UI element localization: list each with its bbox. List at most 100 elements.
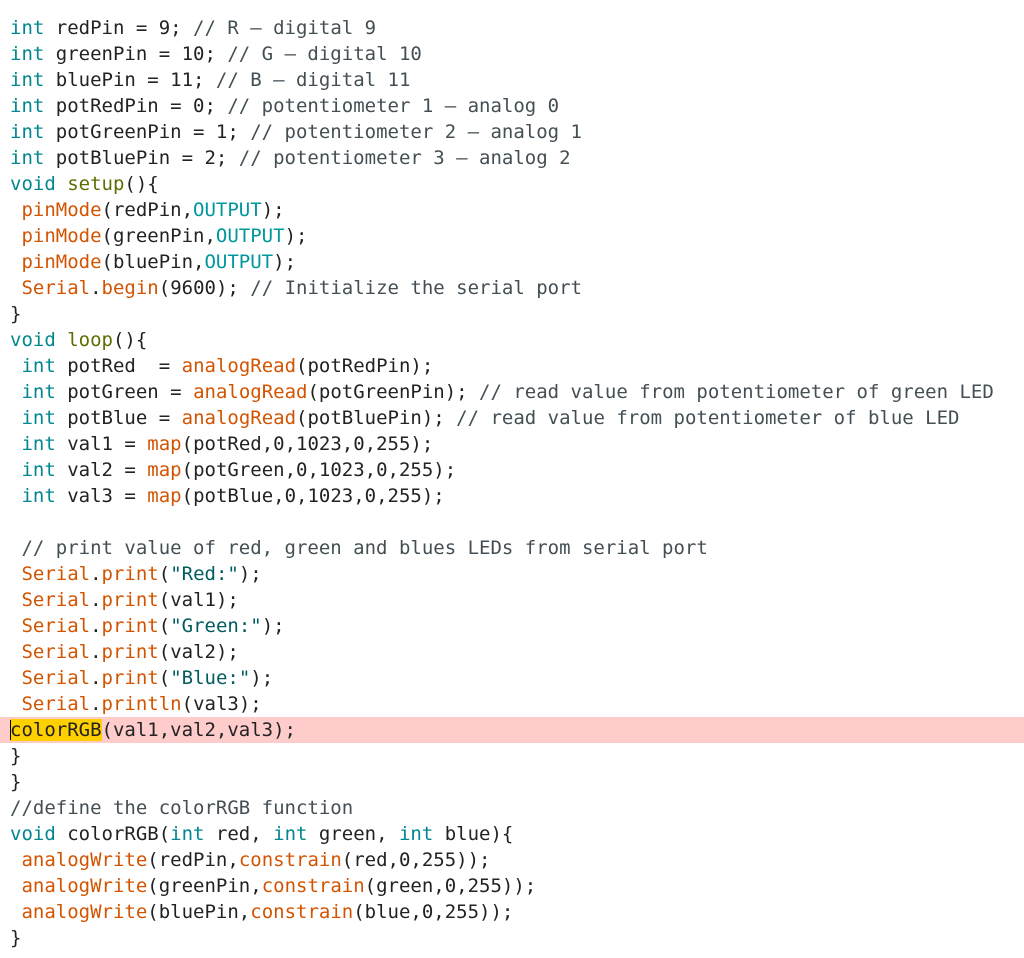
code-token: // potentiometer 2 – analog 1	[250, 121, 582, 143]
code-line[interactable]: Serial.print(val1);	[0, 587, 1024, 613]
code-token: int	[21, 433, 56, 455]
code-token: map	[147, 433, 182, 455]
code-token: int	[21, 459, 56, 481]
code-token: Serial	[21, 277, 91, 299]
code-token: );	[238, 563, 262, 585]
code-token: val3 =	[55, 485, 148, 507]
code-line[interactable]: int potBluePin = 2; // potentiometer 3 –…	[0, 145, 1024, 171]
code-line[interactable]: Serial.println(val3);	[0, 691, 1024, 717]
code-token	[56, 173, 67, 195]
code-token: potBluePin = 2;	[44, 147, 239, 169]
code-line[interactable]: int potRed = analogRead(potRedPin);	[0, 353, 1024, 379]
code-token: int	[21, 381, 56, 403]
code-token: .	[90, 277, 102, 299]
code-token: //define the colorRGB function	[10, 797, 354, 819]
code-line[interactable]: int potBlue = analogRead(potBluePin); //…	[0, 405, 1024, 431]
code-token: print	[101, 563, 159, 585]
code-token	[10, 251, 21, 273]
code-line[interactable]: pinMode(redPin,OUTPUT);	[0, 197, 1024, 223]
code-line[interactable]: int val3 = map(potBlue,0,1023,0,255);	[0, 483, 1024, 509]
code-line[interactable]: // print value of red, green and blues L…	[0, 535, 1024, 561]
code-line[interactable]: Serial.print("Blue:");	[0, 665, 1024, 691]
code-token: int	[10, 43, 45, 65]
code-token: .	[90, 693, 102, 715]
code-line[interactable]: void setup(){	[0, 171, 1024, 197]
code-token: (potRedPin);	[296, 355, 434, 377]
code-token: potBlue =	[55, 407, 182, 429]
code-token: println	[101, 693, 182, 715]
code-token: void	[10, 823, 56, 845]
code-line[interactable]: }	[0, 301, 1024, 327]
code-line[interactable]: }	[0, 925, 1024, 951]
code-token: int	[10, 147, 45, 169]
code-token: int	[21, 355, 56, 377]
code-token: red,	[204, 823, 274, 845]
code-token: (	[158, 563, 171, 585]
code-token: // potentiometer 3 – analog 2	[238, 147, 571, 169]
code-line[interactable]: Serial.begin(9600); // Initialize the se…	[0, 275, 1024, 301]
code-token: analogWrite	[21, 875, 148, 897]
code-token: );	[273, 251, 297, 273]
code-token	[10, 277, 21, 299]
code-token: (green,0,255));	[364, 875, 537, 897]
code-token: loop	[67, 329, 113, 351]
code-token: // R – digital 9	[193, 17, 377, 39]
code-token: redPin = 9;	[44, 17, 194, 39]
code-token	[10, 485, 21, 507]
code-line[interactable]: int redPin = 9; // R – digital 9	[0, 15, 1024, 41]
code-line[interactable]: int potGreenPin = 1; // potentiometer 2 …	[0, 119, 1024, 145]
code-line[interactable]: void loop(){	[0, 327, 1024, 353]
code-token: (val2);	[158, 641, 239, 663]
code-line[interactable]: }	[0, 769, 1024, 795]
code-line[interactable]: pinMode(bluePin,OUTPUT);	[0, 249, 1024, 275]
code-token: analogRead	[181, 355, 297, 377]
code-line[interactable]: analogWrite(bluePin,constrain(blue,0,255…	[0, 899, 1024, 925]
code-line[interactable]: pinMode(greenPin,OUTPUT);	[0, 223, 1024, 249]
code-token: .	[90, 641, 102, 663]
code-token	[10, 537, 21, 559]
code-token: int	[21, 485, 56, 507]
code-line-highlighted[interactable]: colorRGB(val1,val2,val3);	[0, 717, 1024, 743]
code-token: print	[101, 615, 159, 637]
code-line[interactable]: int bluePin = 11; // B – digital 11	[0, 67, 1024, 93]
code-token: analogRead	[181, 407, 297, 429]
code-line[interactable]: int greenPin = 10; // G – digital 10	[0, 41, 1024, 67]
code-line[interactable]	[0, 509, 1024, 535]
code-token	[10, 693, 21, 715]
code-token: // print value of red, green and blues L…	[21, 537, 708, 559]
code-line[interactable]: int val2 = map(potGreen,0,1023,0,255);	[0, 457, 1024, 483]
code-token: analogWrite	[21, 849, 148, 871]
code-token: (redPin,	[147, 849, 239, 871]
code-line[interactable]: analogWrite(redPin,constrain(red,0,255))…	[0, 847, 1024, 873]
code-token: OUTPUT	[215, 225, 285, 247]
code-token	[10, 589, 21, 611]
code-line[interactable]: int val1 = map(potRed,0,1023,0,255);	[0, 431, 1024, 457]
code-line[interactable]: int potRedPin = 0; // potentiometer 1 – …	[0, 93, 1024, 119]
code-line[interactable]: Serial.print("Green:");	[0, 613, 1024, 639]
code-line[interactable]: Serial.print(val2);	[0, 639, 1024, 665]
code-line[interactable]: void colorRGB(int red, int green, int bl…	[0, 821, 1024, 847]
code-line[interactable]: int potGreen = analogRead(potGreenPin); …	[0, 379, 1024, 405]
code-token: int	[10, 121, 45, 143]
code-token	[10, 459, 21, 481]
code-line[interactable]: //define the colorRGB function	[0, 795, 1024, 821]
code-token: "Red:"	[170, 563, 239, 585]
code-token: print	[101, 589, 159, 611]
code-line[interactable]: }	[0, 743, 1024, 769]
code-token: bluePin = 11;	[44, 69, 216, 91]
code-token: }	[10, 771, 22, 793]
code-token: (){	[112, 329, 148, 351]
text-caret	[10, 720, 11, 740]
code-token: print	[101, 641, 159, 663]
code-token	[10, 641, 21, 663]
code-token: (val3);	[181, 693, 262, 715]
code-line[interactable]: analogWrite(greenPin,constrain(green,0,2…	[0, 873, 1024, 899]
code-token: );	[261, 199, 285, 221]
code-token	[10, 667, 21, 689]
code-line[interactable]: Serial.print("Red:");	[0, 561, 1024, 587]
code-token: (potRed,0,1023,0,255);	[181, 433, 434, 455]
code-token: void	[10, 329, 56, 351]
code-token: }	[10, 745, 22, 767]
code-token	[56, 329, 67, 351]
